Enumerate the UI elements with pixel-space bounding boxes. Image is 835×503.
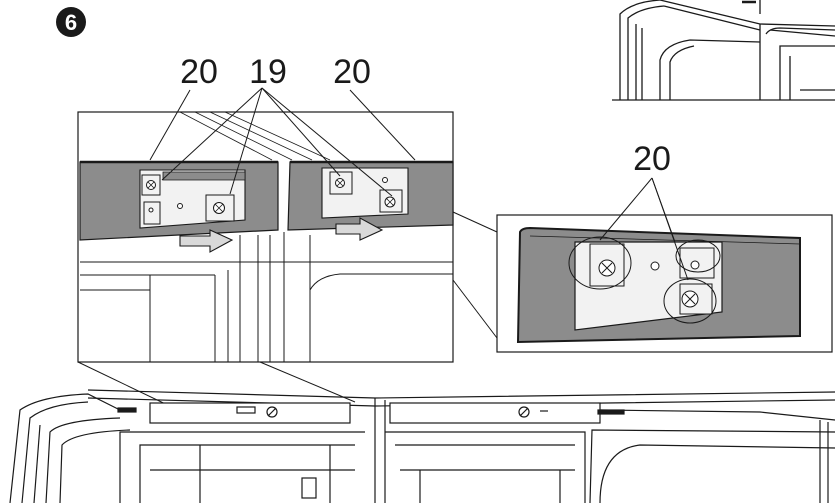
hinge-detail-box (77, 111, 454, 363)
overview-fridge-corner (612, 0, 835, 101)
magnifier-callout-icon (663, 278, 717, 324)
callout-label-20-detail: 20 (633, 140, 671, 178)
magnifier-callout-icon (568, 236, 632, 290)
callout-leaders (149, 87, 689, 281)
release-arrow-icon (335, 217, 384, 241)
step-badge-icon (56, 7, 86, 37)
step-number: 6 (65, 10, 77, 35)
zoom-detail-box (496, 214, 833, 353)
release-arrow-icon (179, 229, 234, 253)
detail-connector-lines (77, 211, 498, 411)
callout-label-20-left: 20 (180, 53, 218, 91)
fridge-front-view (9, 389, 835, 503)
callout-label-20-right: 20 (333, 53, 371, 91)
step-badge: 6 (56, 7, 86, 37)
callout-label-19: 19 (249, 53, 287, 91)
magnifier-callout-icon (675, 239, 721, 273)
